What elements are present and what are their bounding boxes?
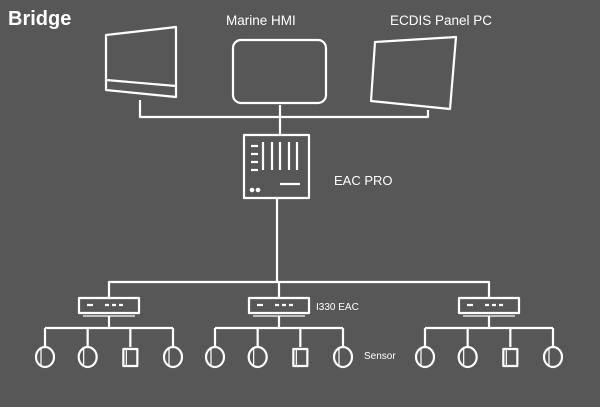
- display-bus-line: [138, 100, 430, 119]
- display-left-icon: [104, 25, 178, 99]
- sensor-round-icon: [414, 345, 436, 369]
- i330-module-group: [34, 296, 184, 369]
- connection-lines: [107, 100, 491, 298]
- sensor-box-icon: [292, 347, 309, 368]
- sensor-round-icon: [204, 345, 226, 369]
- sensor-round-icon: [542, 345, 564, 369]
- sensor-box-icon: [502, 347, 519, 368]
- i330-eac-module-icon: [77, 296, 141, 315]
- i330-module-group: [204, 296, 354, 369]
- sensor-round-icon: [332, 345, 354, 369]
- marine-hmi-icon: [231, 38, 328, 105]
- sensor-box-icon: [122, 347, 139, 368]
- i330-eac-module-icon: [247, 296, 311, 315]
- page-title: Bridge: [8, 8, 72, 30]
- ecdis-panel-pc-label: ECDIS Panel PC: [390, 13, 493, 28]
- sensor-round-icon: [34, 345, 56, 369]
- ecdis-panel-pc-icon: [369, 35, 458, 111]
- eac-pro-label: EAC PRO: [334, 173, 393, 188]
- sensor-round-icon: [77, 345, 98, 369]
- eac-pro-icon: [242, 133, 311, 200]
- i330-eac-label: I330 EAC: [316, 302, 359, 313]
- sensor-round-icon: [162, 345, 184, 369]
- sensor-round-icon: [457, 345, 478, 369]
- i330-module-group: [414, 296, 564, 369]
- i330-eac-module-icon: [457, 296, 521, 315]
- network-bus-line: [107, 280, 491, 298]
- marine-hmi-label: Marine HMI: [226, 13, 296, 28]
- sensor-round-icon: [247, 345, 268, 369]
- sensor-label: Sensor: [364, 351, 396, 362]
- modules-layer: [34, 296, 564, 369]
